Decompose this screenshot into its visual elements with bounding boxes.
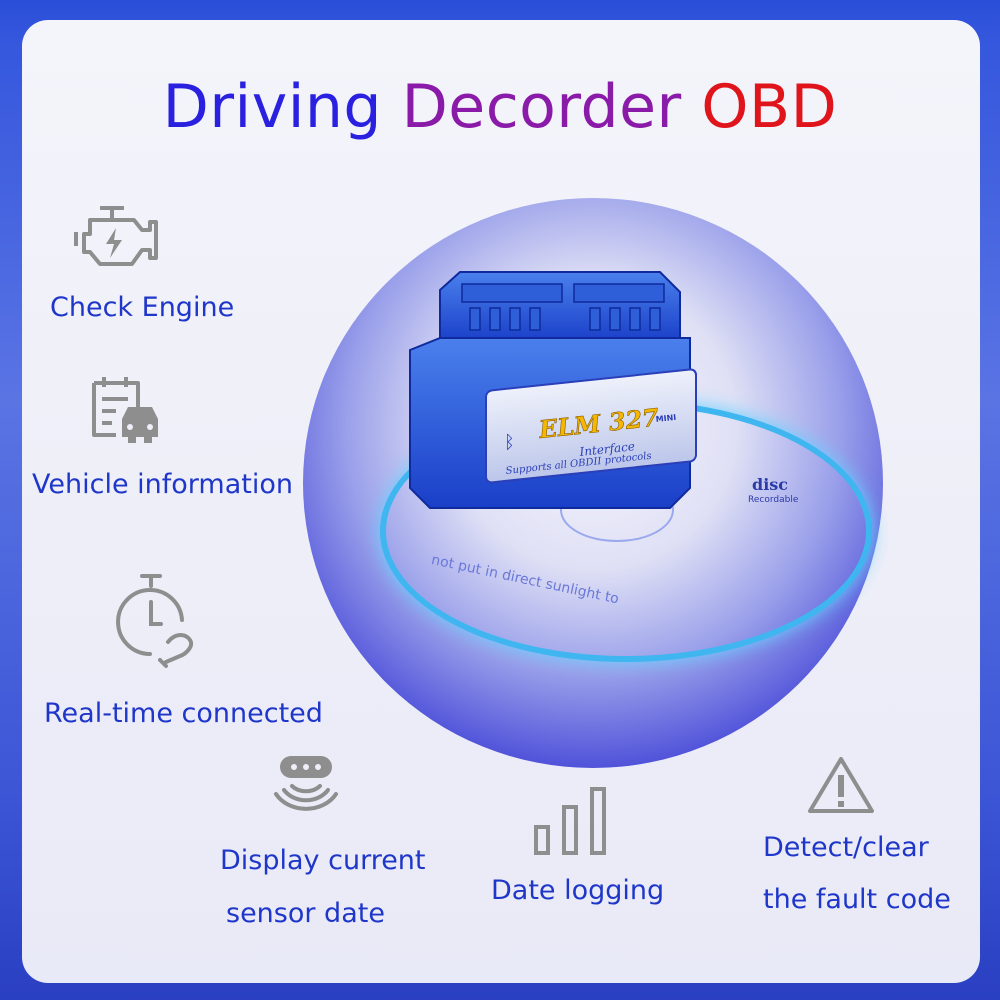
title-word-driving: Driving: [162, 72, 382, 142]
title-word-obd: OBD: [701, 72, 838, 142]
warning-icon: [808, 757, 874, 813]
engine-icon: [74, 206, 158, 266]
title-word-decorder: Decorder: [401, 72, 682, 142]
feature-label-date-logging: Date logging: [491, 875, 665, 906]
obd-adapter: ELM 327 MINI Interface Supports all OBDI…: [409, 271, 697, 509]
disc-logo-text: disc: [752, 475, 788, 494]
feature-label-real-time-connected: Real-time connected: [44, 698, 323, 729]
feature-label-vehicle-information: Vehicle information: [32, 469, 293, 500]
vehicle-document-icon: [92, 377, 158, 443]
feature-label-fault-line2: the fault code: [763, 884, 951, 915]
adapter-badge: MINI: [655, 413, 676, 424]
bar-chart-icon: [534, 787, 606, 855]
page-title: Driving Decorder OBD: [0, 72, 1000, 142]
feature-label-fault-line1: Detect/clear: [763, 832, 929, 863]
stopwatch-icon: [116, 574, 193, 668]
disc-edge-text: not put in direct sunlight to: [430, 552, 620, 607]
feature-label-sensor-line1: Display current: [220, 845, 426, 876]
disc-sub-text: Recordable: [748, 495, 799, 505]
feature-label-check-engine: Check Engine: [50, 292, 235, 323]
cd-disc-print: disc Recordable not put in direct sunlig…: [430, 475, 799, 607]
adapter-interface-text: Interface: [578, 439, 636, 459]
bluetooth-icon: ᛒ: [504, 432, 515, 453]
feature-label-sensor-line2: sensor date: [226, 898, 385, 929]
sensor-icon: [274, 756, 338, 811]
